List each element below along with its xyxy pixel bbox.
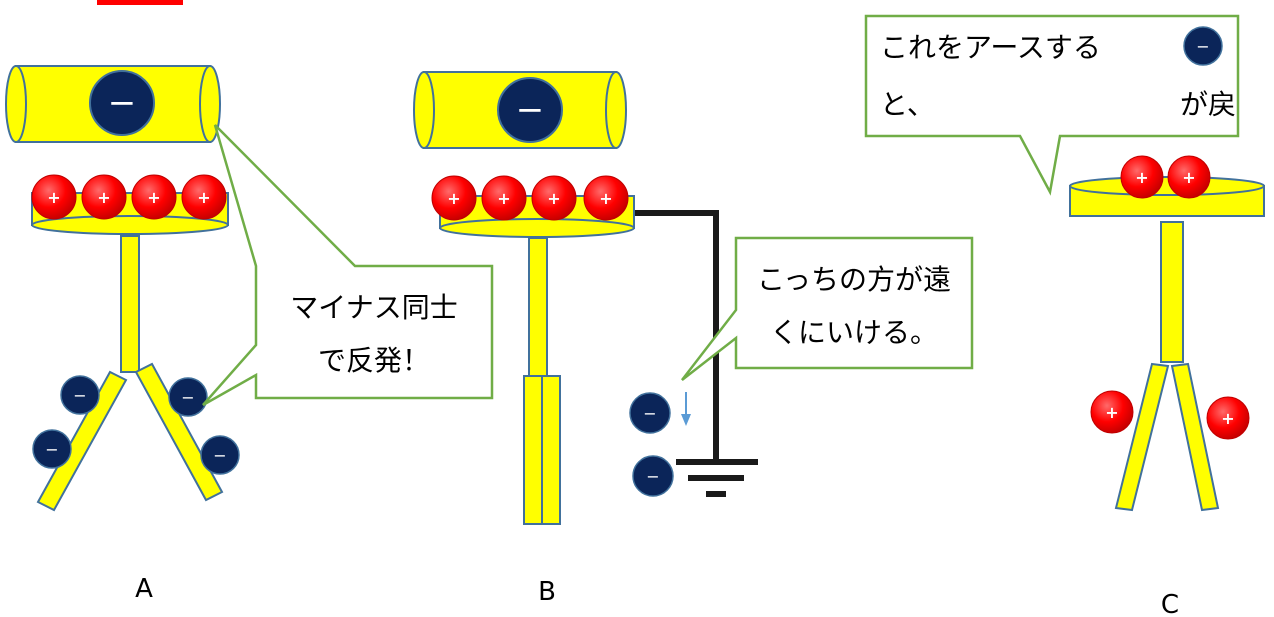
- plate-top: [1069, 176, 1265, 196]
- leaf-negative-charges: − − − −: [32, 375, 240, 475]
- positive-charge: [81, 174, 127, 220]
- negative-charge: [629, 392, 671, 434]
- plate-bottom: [439, 218, 635, 238]
- negative-charge: [168, 377, 208, 417]
- minus-sign: −: [1196, 37, 1209, 56]
- positive-charge: [1167, 155, 1211, 199]
- positive-charge: [181, 174, 227, 220]
- callout-c: これをアースする と、 が戻 −: [864, 14, 1240, 196]
- accent-bar: [97, 0, 183, 5]
- panel-c: これをアースする と、 が戻 − + + + + C: [864, 14, 1265, 617]
- rod-negative-sign: −: [516, 90, 545, 130]
- minus-sign: −: [646, 467, 659, 486]
- callout-b-box: [681, 236, 974, 381]
- rod-negative-sign: −: [108, 83, 137, 123]
- callout-b-line2: くにいける。: [770, 316, 938, 349]
- panel-b: − + + + + こっちの方が遠: [413, 71, 974, 607]
- callout-a-box: [202, 124, 494, 407]
- callout-c-line1: これをアースする: [880, 31, 1101, 64]
- callout-b: こっちの方が遠 くにいける。: [681, 236, 974, 381]
- plate-bottom: [31, 215, 229, 235]
- minus-sign: −: [45, 440, 58, 459]
- right-leaf: [134, 362, 224, 502]
- plus-sign: +: [197, 188, 210, 207]
- plus-sign: +: [1135, 168, 1148, 187]
- callout-a-line2: で反発！: [318, 344, 430, 377]
- plate-positive-charges: + +: [1120, 155, 1211, 199]
- callout-b-line1: こっちの方が遠: [757, 263, 951, 296]
- plate-positive-charges: + + + +: [431, 175, 629, 221]
- electroscope-stem: [528, 237, 548, 377]
- electroscope-stem: [1160, 221, 1184, 363]
- ground-symbol: [676, 459, 758, 497]
- plus-sign: +: [547, 189, 560, 208]
- negative-charge: [32, 429, 72, 469]
- positive-charge: [31, 174, 77, 220]
- callout-c-line2-left: と、: [880, 88, 935, 121]
- plus-sign: +: [97, 188, 110, 207]
- plus-sign: +: [47, 188, 60, 207]
- positive-charge: [131, 174, 177, 220]
- positive-charge: [531, 175, 577, 221]
- plate-positive-charges: + + + +: [31, 174, 227, 220]
- plus-sign: +: [497, 189, 510, 208]
- ground-wire: [634, 210, 719, 462]
- rod-negative-charge: [497, 77, 563, 143]
- callout-c-line2-right: が戻: [1180, 88, 1236, 121]
- plus-sign: +: [147, 188, 160, 207]
- negative-charge: [632, 455, 674, 497]
- rod-cap: [199, 65, 221, 143]
- positive-charge: [1206, 396, 1250, 440]
- positive-charge: [583, 175, 629, 221]
- negative-charge-icon: [1183, 26, 1223, 66]
- electroscope-stem: [120, 235, 140, 373]
- charged-rod: −: [5, 65, 221, 143]
- left-leaf: [523, 375, 543, 525]
- arrow-head: [681, 414, 691, 426]
- panel-a: − + + + + − − − −: [5, 65, 494, 604]
- left-leaf: [1114, 362, 1170, 512]
- plus-sign: +: [599, 189, 612, 208]
- positive-charge: [481, 175, 527, 221]
- plus-sign: +: [1182, 168, 1195, 187]
- plus-sign: +: [1221, 409, 1234, 428]
- minus-sign: −: [643, 404, 656, 423]
- negative-charge: [60, 375, 100, 415]
- downward-arrow: [681, 392, 691, 426]
- right-leaf: [1170, 362, 1220, 512]
- positive-charge: [1090, 390, 1134, 434]
- panel-b-label: B: [538, 577, 556, 607]
- leaf-positive-charges: + +: [1090, 390, 1250, 440]
- panel-a-label: A: [135, 574, 153, 604]
- rod-end: [413, 71, 435, 149]
- positive-charge: [431, 175, 477, 221]
- escaping-negative-charges: − −: [629, 392, 674, 497]
- rod-end: [5, 65, 27, 143]
- minus-sign: −: [73, 386, 86, 405]
- plus-sign: +: [447, 189, 460, 208]
- positive-charge: [1120, 155, 1164, 199]
- charged-rod: −: [413, 71, 627, 149]
- callout-a: マイナス同士 で反発！: [202, 124, 494, 407]
- callout-c-box: [864, 14, 1240, 196]
- minus-sign: −: [213, 446, 226, 465]
- callout-a-line1: マイナス同士: [290, 291, 457, 324]
- rod-cap: [605, 71, 627, 149]
- plus-sign: +: [1105, 403, 1118, 422]
- panel-c-label: C: [1161, 590, 1179, 617]
- right-leaf: [541, 375, 561, 525]
- rod-negative-charge: [89, 70, 155, 136]
- minus-sign: −: [181, 388, 194, 407]
- negative-charge: [200, 435, 240, 475]
